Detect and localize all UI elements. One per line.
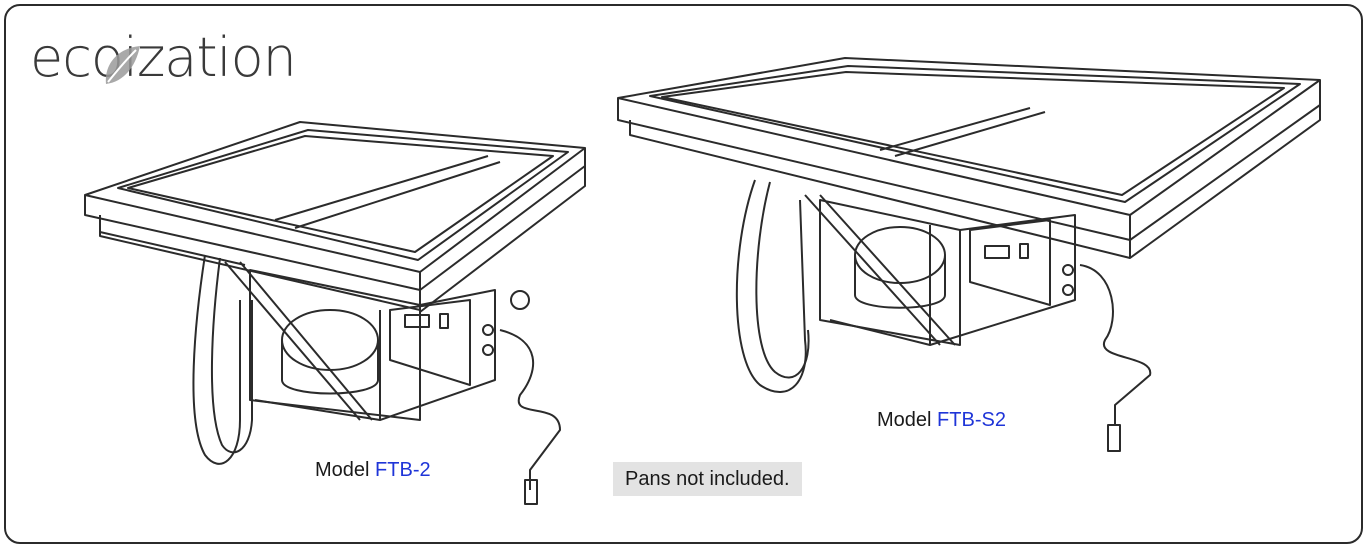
brand-logo: ecoization bbox=[30, 20, 297, 100]
model-caption-ftb-s2: Model FTB-S2 bbox=[877, 408, 1006, 432]
pans-note: Pans not included. bbox=[613, 462, 802, 496]
model-code: FTB-2 bbox=[375, 459, 431, 481]
model-label: Model bbox=[877, 409, 932, 431]
leaf-icon bbox=[105, 46, 140, 84]
model-code: FTB-S2 bbox=[937, 409, 1006, 431]
logo-text: ecoization bbox=[30, 26, 297, 89]
model-caption-ftb-2: Model FTB-2 bbox=[315, 458, 431, 482]
model-label: Model bbox=[315, 459, 370, 481]
